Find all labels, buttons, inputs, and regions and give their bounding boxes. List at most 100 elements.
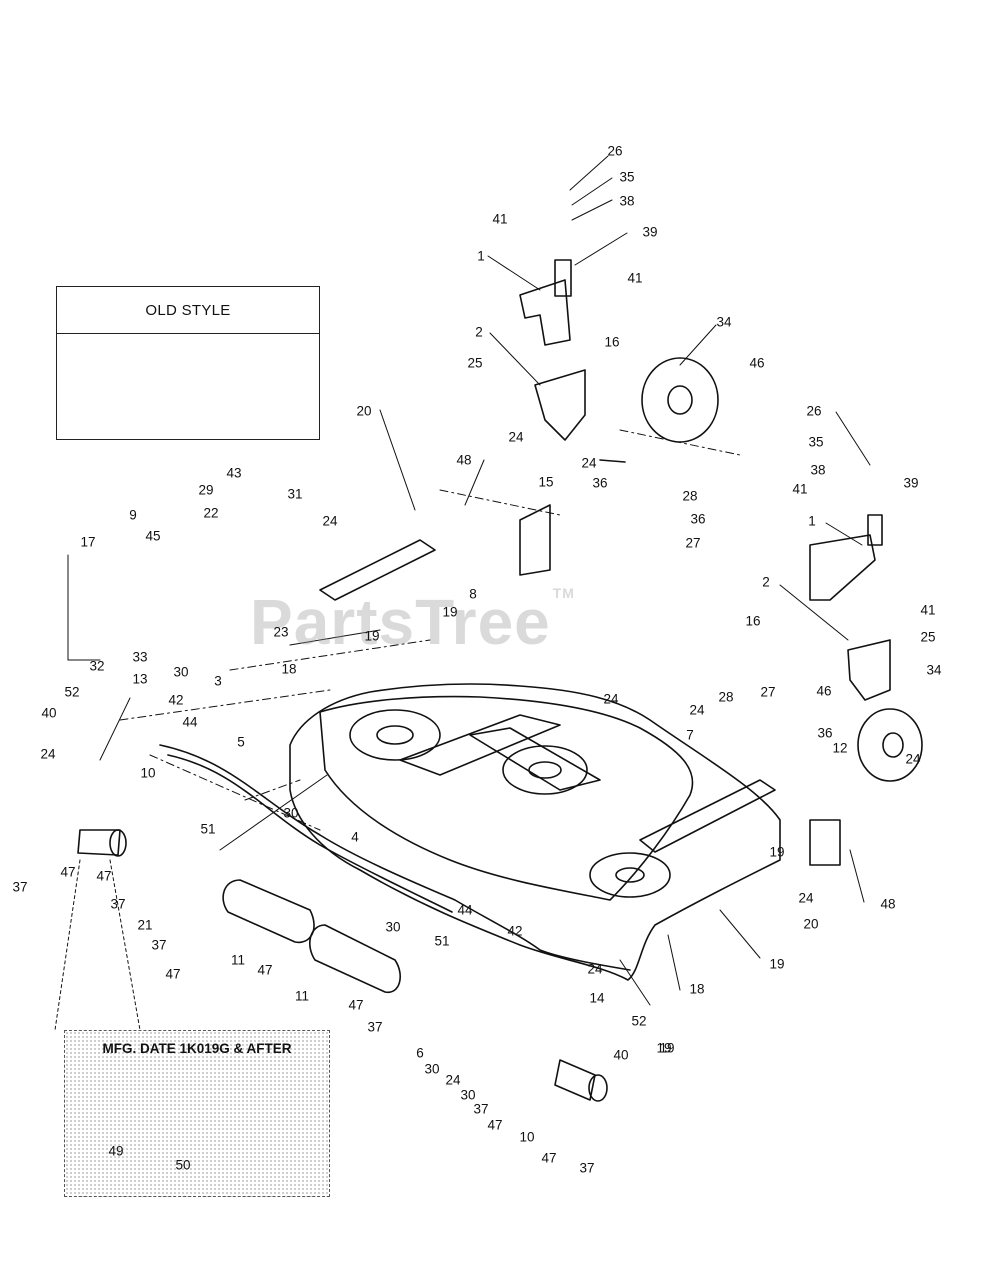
callout: 11 — [230, 952, 246, 968]
callout: 37 — [151, 937, 167, 953]
callout: 7 — [686, 727, 694, 743]
callout: 33 — [132, 649, 148, 665]
callout: 47 — [541, 1150, 557, 1166]
callout: 18 — [689, 981, 705, 997]
callout: 13 — [132, 671, 148, 687]
callout: 24 — [603, 691, 619, 707]
callout: 40 — [613, 1047, 629, 1063]
hanger-12 — [809, 819, 841, 866]
callout: 26 — [607, 143, 623, 159]
callout: 35 — [619, 169, 635, 185]
callout: 20 — [356, 403, 372, 419]
callout: 30 — [460, 1087, 476, 1103]
roller-11a — [222, 879, 315, 944]
mfg-projection — [54, 859, 141, 1031]
callout: 19 — [364, 628, 380, 644]
callout: 44 — [182, 714, 198, 730]
callout: 25 — [920, 629, 936, 645]
callout: 41 — [627, 270, 643, 286]
callout: 28 — [682, 488, 698, 504]
callout: 27 — [685, 535, 701, 551]
spindle-left — [349, 709, 441, 761]
callout: 40 — [41, 705, 57, 721]
callout: 37 — [473, 1101, 489, 1117]
callout: 9 — [129, 507, 137, 523]
callout: 37 — [367, 1019, 383, 1035]
callout: 44 — [457, 902, 473, 918]
callout: 30 — [283, 805, 299, 821]
callout: 2 — [762, 574, 770, 590]
callout: 24 — [322, 513, 338, 529]
callout: 36 — [592, 475, 608, 491]
callout: 22 — [203, 505, 219, 521]
callout: 37 — [12, 879, 28, 895]
callout: 24 — [689, 702, 705, 718]
callout: 47 — [487, 1117, 503, 1133]
callout: 34 — [716, 314, 732, 330]
callout: 38 — [810, 462, 826, 478]
callout: 5 — [237, 734, 245, 750]
callout: 38 — [619, 193, 635, 209]
hanger-15 — [519, 504, 551, 576]
callout: 24 — [508, 429, 524, 445]
callout: 18 — [281, 661, 297, 677]
callout: 10 — [519, 1129, 535, 1145]
callout: 19 — [769, 956, 785, 972]
roller-left-10 — [77, 829, 121, 856]
callout: 20 — [803, 916, 819, 932]
callout: 51 — [200, 821, 216, 837]
callout: 43 — [226, 465, 242, 481]
callout: 46 — [816, 683, 832, 699]
callout: 35 — [808, 434, 824, 450]
callout: 47 — [165, 966, 181, 982]
caster-fork-2b — [847, 639, 891, 701]
callout: 21 — [137, 917, 153, 933]
deck-channel-b — [469, 727, 601, 791]
callout: 42 — [507, 923, 523, 939]
callout: 2 — [475, 324, 483, 340]
callout: 39 — [903, 475, 919, 491]
mfg-title: MFG. DATE 1K019G & AFTER — [102, 1041, 292, 1056]
callout: 24 — [445, 1072, 461, 1088]
mfg-date-inset: MFG. DATE 1K019G & AFTER — [64, 1030, 330, 1197]
callout: 30 — [424, 1061, 440, 1077]
callout: 16 — [745, 613, 761, 629]
callout: 37 — [579, 1160, 595, 1176]
caster-spindle-a — [554, 259, 572, 297]
callout: 26 — [806, 403, 822, 419]
callout: 24 — [798, 890, 814, 906]
watermark-tm: TM — [552, 585, 575, 601]
spindle-center-inner — [528, 761, 562, 779]
callout: 48 — [456, 452, 472, 468]
callout: 45 — [145, 528, 161, 544]
callout: 36 — [817, 725, 833, 741]
callout: 24 — [581, 455, 597, 471]
caster-arm-1a — [519, 279, 571, 346]
callout: 52 — [64, 684, 80, 700]
caster-fork-2a — [534, 369, 586, 441]
spindle-right — [589, 852, 671, 898]
spindle-left-inner — [376, 725, 414, 745]
roller-11b — [309, 924, 401, 993]
callout: 15 — [538, 474, 554, 490]
caster-wheel-34b — [857, 708, 923, 782]
caster-spindle-b — [867, 514, 883, 546]
callout: 19 — [442, 604, 458, 620]
callout: 36 — [690, 511, 706, 527]
callout: 41 — [920, 602, 936, 618]
callout: 10 — [140, 765, 156, 781]
callout: 47 — [257, 962, 273, 978]
old-style-title: OLD STYLE — [57, 287, 319, 334]
callout: 27 — [760, 684, 776, 700]
callout: 11 — [294, 988, 310, 1004]
callout: 19 — [659, 1040, 675, 1056]
callout: 41 — [492, 211, 508, 227]
deck-top-plate — [319, 695, 694, 901]
caster-wheel-34a — [641, 357, 719, 443]
callout: 28 — [718, 689, 734, 705]
callout: 17 — [80, 534, 96, 550]
callout: 8 — [469, 586, 477, 602]
callout: 51 — [434, 933, 450, 949]
callout: 29 — [198, 482, 214, 498]
